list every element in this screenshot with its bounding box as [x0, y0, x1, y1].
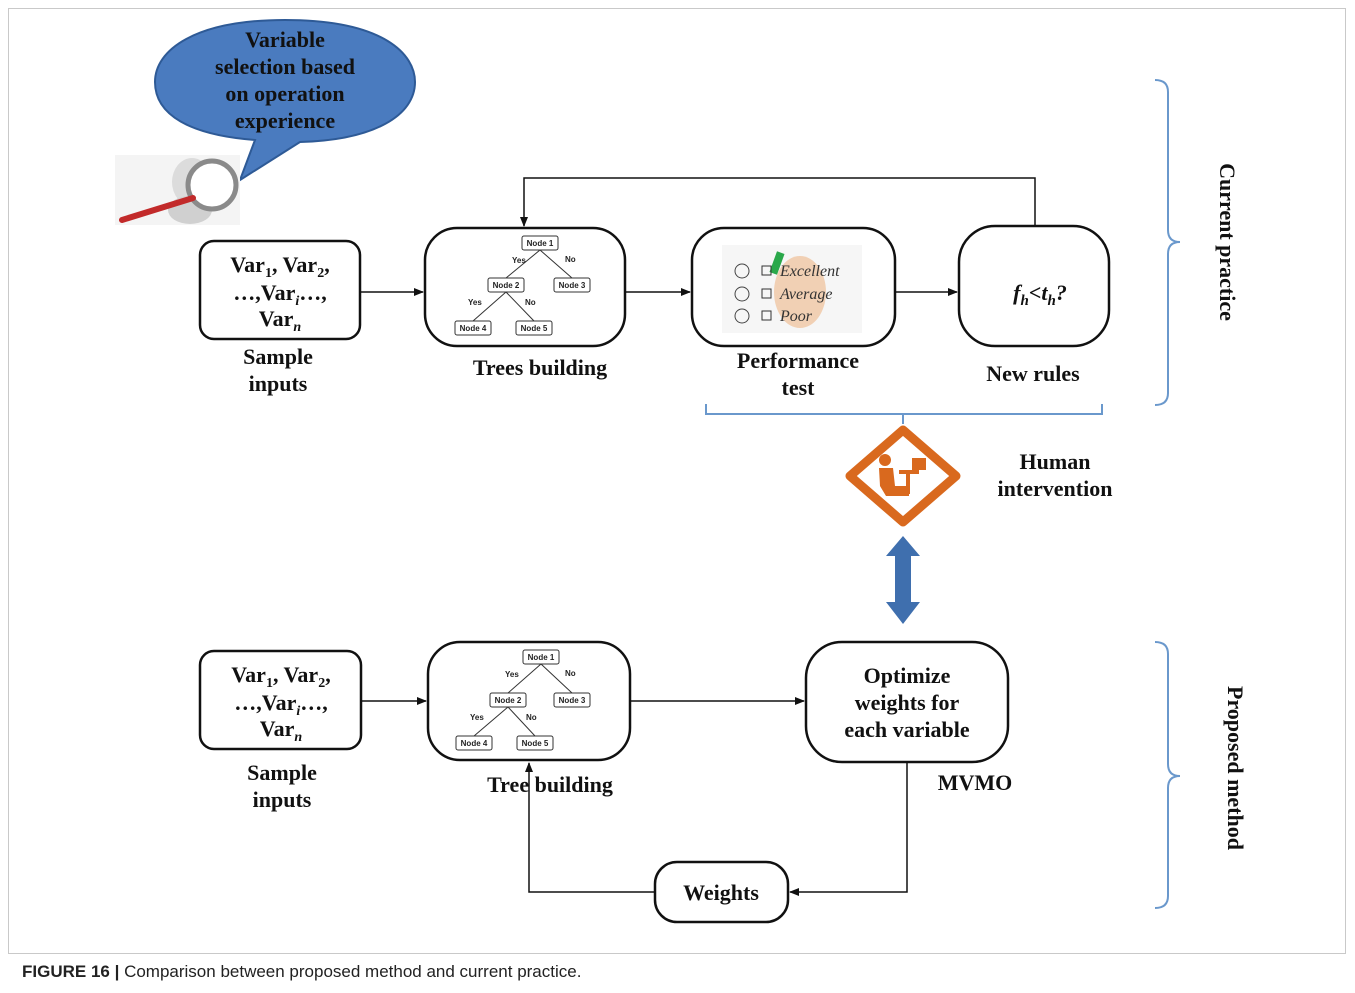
- proposed-sample-label-2: inputs: [253, 787, 312, 812]
- bubble-line-2: selection based: [215, 54, 355, 79]
- figure-caption: FIGURE 16 | Comparison between proposed …: [22, 962, 581, 982]
- current-sample-label-2: inputs: [249, 371, 308, 396]
- svg-text:Node 2: Node 2: [495, 696, 522, 705]
- weights-box: [653, 860, 790, 924]
- proposed-tree-label: Tree building: [487, 772, 613, 797]
- svg-text:Var1, Var2,: Var1, Var2,: [230, 252, 329, 281]
- svg-text:No: No: [565, 255, 576, 264]
- svg-text:fh<th?: fh<th?: [1013, 280, 1067, 309]
- proposed-var-box: [198, 649, 363, 751]
- perf-average: Average: [779, 286, 832, 303]
- svg-text:Node 5: Node 5: [521, 324, 548, 333]
- mvmo-label: MVMO: [938, 770, 1013, 795]
- current-perf-label-1: Performance: [737, 348, 859, 373]
- svg-text:Node 5: Node 5: [522, 739, 549, 748]
- current-trees-box: [423, 226, 627, 348]
- svg-text:Var1, Var2,: Var1, Var2,: [231, 662, 330, 691]
- svg-text:Varn: Varn: [259, 306, 302, 335]
- svg-text:Yes: Yes: [470, 713, 484, 722]
- current-sample-label-1: Sample: [243, 344, 313, 369]
- magnifier-icon: [115, 155, 240, 225]
- svg-text:No: No: [565, 669, 576, 678]
- svg-text:Node 2: Node 2: [493, 281, 520, 290]
- current-tree-diagram: Node 1 Node 2 Node 3 Node 4 Node 5 Yes N…: [454, 235, 591, 336]
- svg-text:Node 1: Node 1: [528, 653, 555, 662]
- bubble-line-1: Variable: [245, 27, 325, 52]
- svg-text:Varn: Varn: [260, 716, 303, 745]
- human-label-2: intervention: [998, 476, 1113, 501]
- svg-text:Node 4: Node 4: [461, 739, 488, 748]
- proposed-tree-diagram: Node 1 Node 2 Node 3 Node 4 Node 5 Yes N…: [455, 649, 591, 751]
- svg-text:Yes: Yes: [468, 298, 482, 307]
- current-trees-label: Trees building: [473, 355, 607, 380]
- svg-text:Node 3: Node 3: [559, 696, 586, 705]
- speech-bubble: Variable selection based on operation ex…: [153, 18, 417, 183]
- svg-text:Node 3: Node 3: [559, 281, 586, 290]
- perf-excellent: Excellent: [779, 263, 840, 280]
- svg-text:Node 4: Node 4: [460, 324, 487, 333]
- proposed-side-label: Proposed method: [1223, 686, 1248, 850]
- weights-label: Weights: [683, 880, 759, 905]
- svg-text:Yes: Yes: [505, 670, 519, 679]
- perf-poor: Poor: [779, 308, 813, 325]
- bubble-line-4: experience: [235, 108, 335, 133]
- bubble-line-3: on operation: [225, 81, 344, 106]
- figure-frame: [8, 8, 1346, 954]
- proposed-sample-label-1: Sample: [247, 760, 317, 785]
- svg-text:No: No: [525, 298, 536, 307]
- current-rules-label: New rules: [986, 361, 1080, 386]
- human-intervention-icon: [845, 425, 961, 527]
- svg-text:No: No: [526, 713, 537, 722]
- current-var-box: [198, 239, 362, 341]
- svg-text:Yes: Yes: [512, 256, 526, 265]
- svg-text:Node 1: Node 1: [527, 239, 554, 248]
- caption-text: Comparison between proposed method and c…: [119, 962, 582, 981]
- optimize-line-2: weights for: [855, 690, 960, 715]
- figure-label: FIGURE 16 |: [22, 962, 120, 981]
- current-perf-label-2: test: [782, 375, 816, 400]
- optimize-line-3: each variable: [844, 717, 969, 742]
- optimize-line-1: Optimize: [864, 663, 951, 688]
- svg-text:…,Vari…,: …,Vari…,: [234, 690, 328, 719]
- current-rule-box: [957, 224, 1111, 348]
- current-side-label: Current practice: [1215, 163, 1240, 321]
- svg-text:…,Vari…,: …,Vari…,: [233, 280, 327, 309]
- bidirectional-arrow: [886, 536, 920, 624]
- performance-checklist: Excellent Average Poor: [722, 245, 862, 333]
- human-label-1: Human: [1020, 449, 1091, 474]
